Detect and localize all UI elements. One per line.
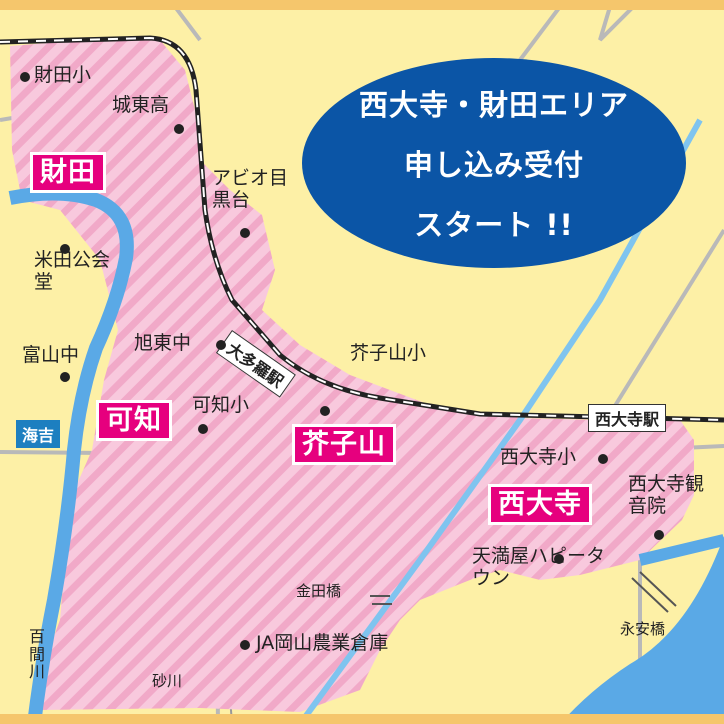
label-ja: JA岡山農業倉庫 — [256, 632, 389, 654]
railway — [0, 35, 724, 423]
label-kachi-sho: 可知小 — [192, 394, 250, 416]
callout-shape — [302, 58, 686, 268]
border-bottom — [0, 714, 724, 724]
callout-line3: スタート !! — [414, 208, 574, 242]
label-eian-bashi: 永安橋 — [620, 620, 666, 638]
asahi-river — [560, 536, 724, 724]
dot-tenmaya — [554, 554, 564, 564]
area-badge-kachi: 可知 — [96, 400, 172, 442]
dot-kannonin — [654, 530, 664, 540]
label-hyakkengawa: 百間川 — [28, 627, 45, 682]
area-badge-saidaiji: 西大寺 — [488, 484, 592, 526]
dot-ja — [240, 640, 250, 650]
dot-keshiyama-sho — [320, 406, 330, 416]
label-saidaiji-sho: 西大寺小 — [500, 446, 577, 468]
dot-tomiyama — [60, 372, 70, 382]
border-top — [0, 0, 724, 10]
area-badge-saita: 財田 — [30, 152, 106, 194]
label-saita-sho: 財田小 — [34, 64, 92, 86]
dot-saidaiji-sho — [598, 454, 608, 464]
callout-line2: 申し込み受付 — [403, 148, 584, 182]
service-area — [10, 38, 694, 712]
hyakken-river — [8, 186, 134, 724]
label-sunagawa: 砂川 — [152, 672, 183, 690]
area-badge-keshiyama: 芥子山 — [292, 424, 396, 466]
canal — [297, 118, 703, 724]
label-abio: アビオ目黒台 — [212, 167, 289, 211]
dot-maita — [60, 244, 70, 254]
label-tomiyama: 富山中 — [22, 344, 80, 366]
label-kyokuto: 旭東中 — [134, 332, 192, 354]
station-saidaiji: 西大寺駅 — [588, 404, 667, 432]
label-tenmaya: 天満屋ハピータウン — [472, 545, 606, 589]
callout-line1: 西大寺・財田エリア — [358, 88, 629, 122]
estuary — [638, 534, 724, 566]
label-kaiyoshi: 海吉 — [16, 420, 61, 448]
dot-kachi-sho — [198, 424, 208, 434]
callout-bubble: 西大寺・財田エリア 申し込み受付 スタート !! — [300, 56, 688, 270]
label-joto-ko: 城東高 — [112, 94, 170, 116]
dot-saita-sho — [20, 72, 30, 82]
label-keshiyama-sho: 芥子山小 — [350, 342, 427, 364]
label-kannonin: 西大寺観音院 — [628, 473, 705, 517]
label-kaneda-bashi: 金田橋 — [296, 582, 342, 600]
label-maita: 米田公会堂 — [34, 249, 111, 293]
dot-joto-ko — [174, 124, 184, 134]
dot-abio — [240, 228, 250, 238]
bridges — [370, 571, 677, 613]
dot-kyokuto — [216, 340, 226, 350]
